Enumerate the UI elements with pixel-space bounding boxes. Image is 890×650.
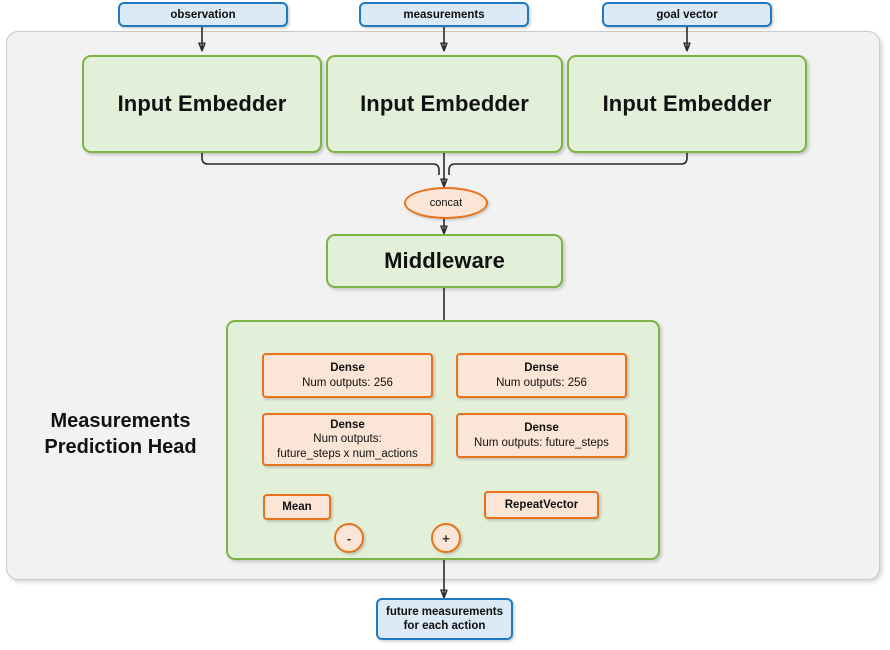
dense-left-actions-outputs-line2: future_steps x num_actions — [277, 447, 418, 460]
input-label-observation: observation — [170, 8, 236, 21]
concat-node[interactable]: concat — [404, 187, 488, 219]
dense-right-future-outputs: Num outputs: future_steps — [474, 436, 609, 449]
dense-left-256-title: Dense — [330, 362, 365, 374]
mean-node[interactable]: Mean — [263, 494, 331, 520]
input-label-measurements: measurements — [403, 8, 485, 21]
input-embedder-observation[interactable]: Input Embedder — [82, 55, 322, 153]
input-embedder-goal-vector[interactable]: Input Embedder — [567, 55, 807, 153]
repeat-vector-node[interactable]: RepeatVector — [484, 491, 599, 519]
output-box-future-measurements[interactable]: future measurements for each action — [376, 598, 513, 640]
dense-left-256-outputs: Num outputs: 256 — [302, 376, 393, 389]
dense-left-future-steps-actions[interactable]: Dense Num outputs: future_steps x num_ac… — [262, 413, 433, 466]
middleware-node[interactable]: Middleware — [326, 234, 563, 288]
output-label-line1: future measurements — [386, 606, 503, 618]
measurements-prediction-head-label: Measurements Prediction Head — [18, 408, 223, 460]
output-label-line2: for each action — [403, 620, 486, 632]
input-box-observation[interactable]: observation — [118, 2, 288, 27]
head-label-line1: Measurements — [50, 410, 191, 432]
head-label-line2: Prediction Head — [44, 436, 197, 458]
dense-right-256[interactable]: Dense Num outputs: 256 — [456, 353, 627, 398]
input-embedder-label: Input Embedder — [117, 91, 287, 116]
input-embedder-label: Input Embedder — [360, 91, 529, 116]
input-embedder-label: Input Embedder — [602, 91, 772, 116]
add-operator[interactable]: + — [431, 523, 461, 553]
add-symbol: + — [442, 530, 450, 546]
dense-left-actions-outputs-line1: Num outputs: — [313, 433, 382, 446]
repeat-vector-label: RepeatVector — [504, 498, 579, 511]
input-label-goal-vector: goal vector — [656, 8, 718, 21]
dense-right-future-title: Dense — [524, 422, 559, 434]
subtract-operator[interactable]: - — [334, 523, 364, 553]
dense-left-actions-title: Dense — [330, 418, 365, 431]
input-embedder-measurements[interactable]: Input Embedder — [326, 55, 563, 153]
dense-right-256-title: Dense — [524, 362, 559, 374]
dense-right-256-outputs: Num outputs: 256 — [496, 376, 587, 389]
middleware-label: Middleware — [384, 248, 505, 273]
subtract-symbol: - — [346, 530, 352, 546]
input-box-goal-vector[interactable]: goal vector — [602, 2, 772, 27]
mean-label: Mean — [282, 500, 312, 513]
concat-label: concat — [429, 197, 463, 209]
input-box-measurements[interactable]: measurements — [359, 2, 529, 27]
dense-right-future-steps[interactable]: Dense Num outputs: future_steps — [456, 413, 627, 458]
dense-left-256[interactable]: Dense Num outputs: 256 — [262, 353, 433, 398]
